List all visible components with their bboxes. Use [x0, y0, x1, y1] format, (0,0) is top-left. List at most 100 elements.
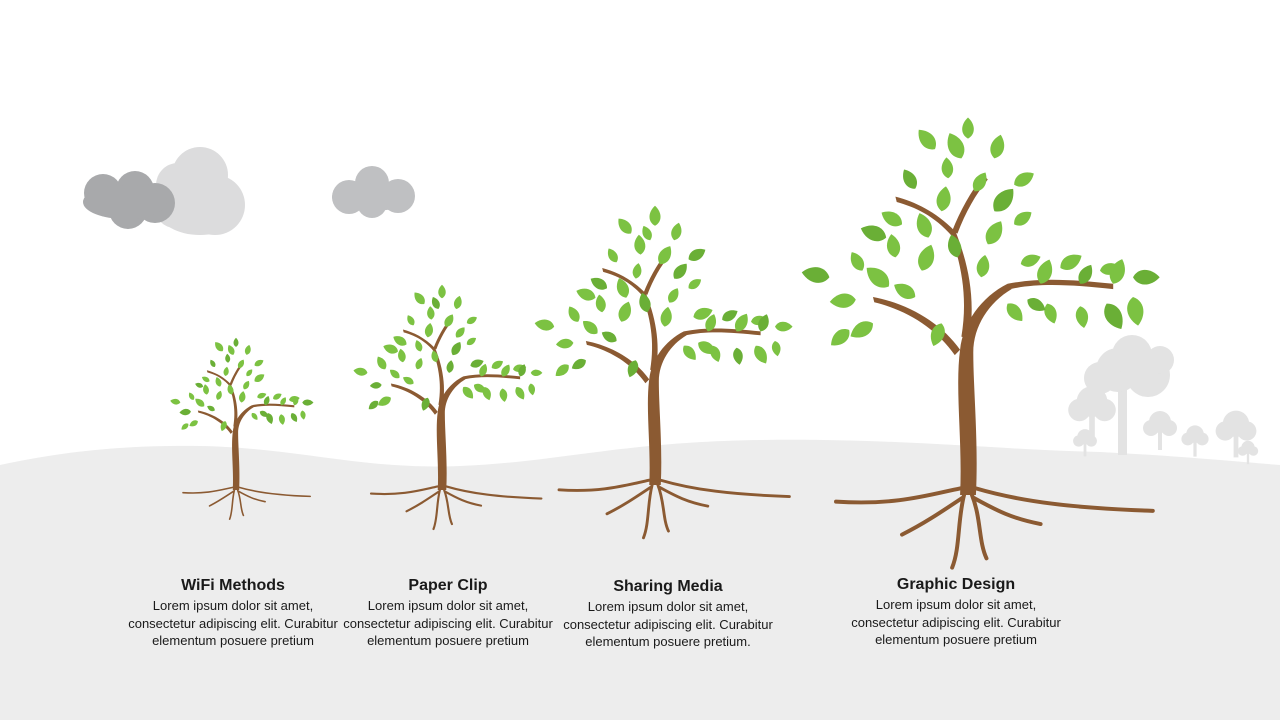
- tree-leaf: [202, 383, 210, 396]
- tree-root: [228, 489, 236, 520]
- tree-trunk: [647, 331, 687, 485]
- tree-leaf: [1041, 301, 1060, 326]
- tree-leaf: [513, 385, 528, 402]
- cloud-light: [155, 147, 245, 235]
- tree-leaf: [969, 169, 991, 195]
- tree-root: [971, 495, 1043, 527]
- tree-leaf: [898, 166, 921, 192]
- tree-leaf: [238, 390, 247, 404]
- cloud-dark: [83, 171, 175, 229]
- tree-leaf: [631, 262, 643, 280]
- tree-leaf: [449, 339, 464, 358]
- stage-description: Lorem ipsum dolor sit amet, consectetur …: [563, 599, 773, 649]
- tree-leaf: [465, 335, 478, 347]
- tree-trunk: [228, 383, 238, 428]
- tree-root: [834, 486, 963, 505]
- tree-leaf: [599, 328, 619, 346]
- tree-trunk: [432, 347, 444, 407]
- tree-leaf: [193, 396, 207, 409]
- tree-root: [443, 488, 454, 526]
- tree-leaf: [1002, 299, 1028, 326]
- tree-leaf: [438, 284, 446, 299]
- tree-trunk: [958, 283, 1012, 495]
- background-trees: [1068, 335, 1259, 465]
- tree-stage-2: [352, 284, 543, 531]
- tree-trunk: [602, 268, 646, 297]
- tree-trunk: [463, 374, 521, 380]
- tree-root: [237, 490, 266, 503]
- tree-root: [238, 486, 311, 498]
- tree-leaf: [659, 305, 674, 328]
- tree-leaf: [387, 367, 402, 381]
- tree-leaf: [179, 408, 192, 416]
- stage-description: Lorem ipsum dolor sit amet, consectetur …: [851, 597, 1061, 647]
- tree-leaf: [604, 246, 621, 265]
- tree-leaf: [1011, 168, 1037, 191]
- tree-leaf: [579, 317, 601, 338]
- tree-leaf: [1125, 295, 1146, 328]
- stage-title: Graphic Design: [896, 576, 1016, 593]
- tree-leaf: [861, 261, 894, 293]
- tree-stage-4: [800, 117, 1160, 570]
- tree-leaf: [187, 391, 196, 402]
- tree-leaf: [670, 260, 691, 283]
- tree-leaf: [396, 348, 407, 363]
- tree-leaf: [588, 274, 610, 293]
- tree-leaf: [988, 183, 1020, 217]
- tree-leaf: [413, 339, 424, 353]
- tree-leaf: [527, 382, 537, 396]
- tree-leaf: [452, 294, 464, 310]
- tree-leaf: [1010, 207, 1035, 230]
- tree-root: [405, 490, 441, 513]
- tree-root: [443, 490, 483, 507]
- tree-trunk: [872, 297, 961, 356]
- tree-leaf: [194, 381, 204, 389]
- tree-leaf: [940, 156, 954, 179]
- tree-leaf: [271, 391, 283, 402]
- tree-leaf: [200, 374, 211, 384]
- tree-leaf: [962, 117, 974, 139]
- tree-leaf: [914, 242, 939, 274]
- tree-leaf: [669, 221, 684, 242]
- tree-root: [432, 488, 441, 531]
- tree-leaf: [233, 337, 239, 347]
- tree-trunk: [402, 329, 435, 351]
- tree-root: [656, 483, 670, 533]
- tree-leaf: [453, 325, 468, 340]
- tree-leaf: [770, 340, 782, 357]
- tree-leaf: [569, 356, 589, 373]
- stage-description: Lorem ipsum dolor sit amet, consectetur …: [128, 598, 338, 648]
- tree-root: [369, 485, 439, 496]
- stage-label-1: WiFi Methods Lorem ipsum dolor sit amet,…: [123, 576, 343, 650]
- stage-label-3: Sharing Media Lorem ipsum dolor sit amet…: [558, 577, 778, 651]
- stage-label-2: Paper Clip Lorem ipsum dolor sit amet, c…: [338, 576, 558, 650]
- tree-leaf: [665, 285, 682, 305]
- tree-leaf: [975, 253, 992, 279]
- tree-root: [969, 493, 989, 561]
- tree-leaf: [208, 358, 217, 369]
- tree-leaf: [442, 312, 457, 329]
- tree-leaf: [679, 342, 700, 364]
- tree-leaf: [244, 367, 254, 378]
- tree-leaf: [411, 289, 428, 307]
- tree-trunk: [683, 328, 761, 336]
- tree-leaf: [913, 125, 941, 154]
- tree-leaf: [1057, 249, 1085, 274]
- tree-root: [557, 478, 651, 492]
- tree-root: [236, 489, 245, 517]
- tree-leaf: [299, 410, 307, 421]
- tree-root: [182, 486, 234, 494]
- tree-leaf: [1018, 251, 1043, 270]
- tree-leaf: [633, 234, 647, 256]
- tree-leaf: [552, 361, 572, 380]
- tree-root: [605, 485, 653, 516]
- tree-root: [208, 490, 235, 507]
- tree-leaf: [465, 314, 479, 326]
- tree-leaf: [654, 243, 676, 268]
- tree-leaf: [981, 217, 1008, 248]
- tree-leaf: [243, 344, 253, 356]
- tree-leaf: [252, 371, 267, 385]
- tree-leaf: [884, 232, 902, 259]
- tree-trunk: [390, 383, 438, 415]
